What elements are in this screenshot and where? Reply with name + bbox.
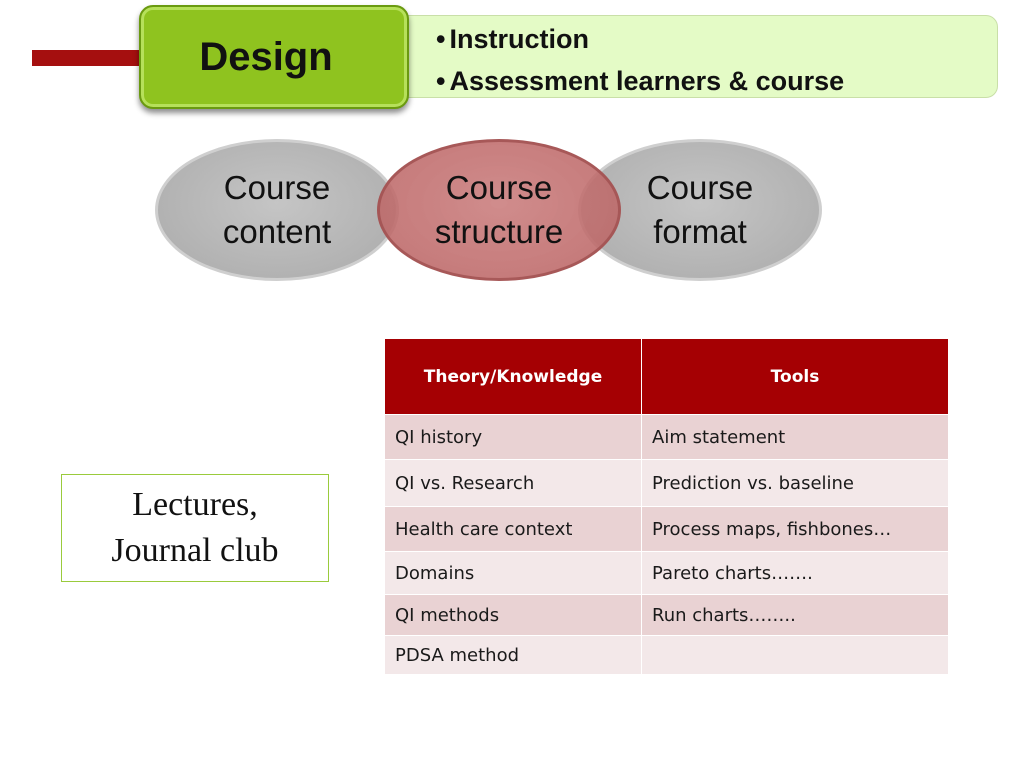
ellipse-label: Course format <box>646 169 754 250</box>
table-cell: QI vs. Research <box>384 459 642 507</box>
course-content-ellipse: Course content <box>155 139 399 281</box>
course-structure-ellipse: Course structure <box>377 139 621 281</box>
bullet-item: •Assessment learners & course <box>436 60 844 102</box>
design-bullet-list: •Instruction •Assessment learners & cour… <box>436 18 844 102</box>
lectures-callout: Lectures, Journal club <box>61 474 329 582</box>
table-cell: Aim statement <box>641 414 949 460</box>
bullet-item: •Instruction <box>436 18 844 60</box>
bullet-text: Instruction <box>449 24 589 54</box>
table-cell: Health care context <box>384 506 642 552</box>
table-row: QI methods Run charts…….. <box>384 594 949 636</box>
design-bullets-panel: •Instruction •Assessment learners & cour… <box>395 15 998 98</box>
table-row: QI vs. Research Prediction vs. baseline <box>384 459 949 507</box>
table-row: Health care context Process maps, fishbo… <box>384 506 949 552</box>
bullet-glyph: • <box>436 66 446 96</box>
table-cell: Run charts…….. <box>641 594 949 636</box>
table-cell <box>641 635 949 675</box>
ellipse-label: Course content <box>222 169 332 250</box>
ellipse-label: Course structure <box>434 169 564 250</box>
table-cell: QI methods <box>384 594 642 636</box>
table-cell: Prediction vs. baseline <box>641 459 949 507</box>
design-title-box: Design <box>139 5 409 109</box>
design-title: Design <box>199 34 333 79</box>
callout-text: Lectures, Journal club <box>111 486 279 569</box>
table-cell: Process maps, fishbones… <box>641 506 949 552</box>
table-cell: Domains <box>384 551 642 595</box>
bullet-glyph: • <box>436 24 446 54</box>
column-header-tools: Tools <box>641 338 949 415</box>
table-cell: PDSA method <box>384 635 642 675</box>
table-cell: QI history <box>384 414 642 460</box>
table-cell: Pareto charts……. <box>641 551 949 595</box>
table-header-row: Theory/Knowledge Tools <box>384 338 949 415</box>
accent-bar <box>32 50 144 66</box>
table-row: QI history Aim statement <box>384 414 949 460</box>
table-row: Domains Pareto charts……. <box>384 551 949 595</box>
theory-tools-table: Theory/Knowledge Tools QI history Aim st… <box>384 338 949 675</box>
table-row: PDSA method <box>384 635 949 675</box>
bullet-text: Assessment learners & course <box>449 66 845 96</box>
column-header-theory: Theory/Knowledge <box>384 338 642 415</box>
